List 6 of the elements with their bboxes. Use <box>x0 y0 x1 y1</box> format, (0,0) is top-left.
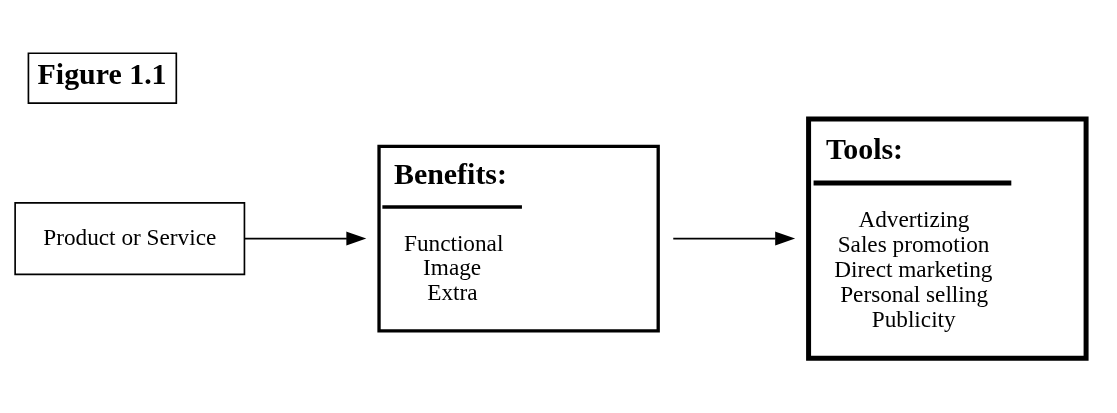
arrow <box>672 231 796 246</box>
node-box: Benefits: Functional Image Extra <box>377 144 660 332</box>
node-box: Tools: Advertizing Sales promotion Direct marketing Personal selling Publicity <box>806 115 1089 361</box>
diagram-title: Figure 1.1 <box>37 56 167 90</box>
node-box: Product or Service <box>14 201 246 275</box>
arrow <box>243 231 367 246</box>
